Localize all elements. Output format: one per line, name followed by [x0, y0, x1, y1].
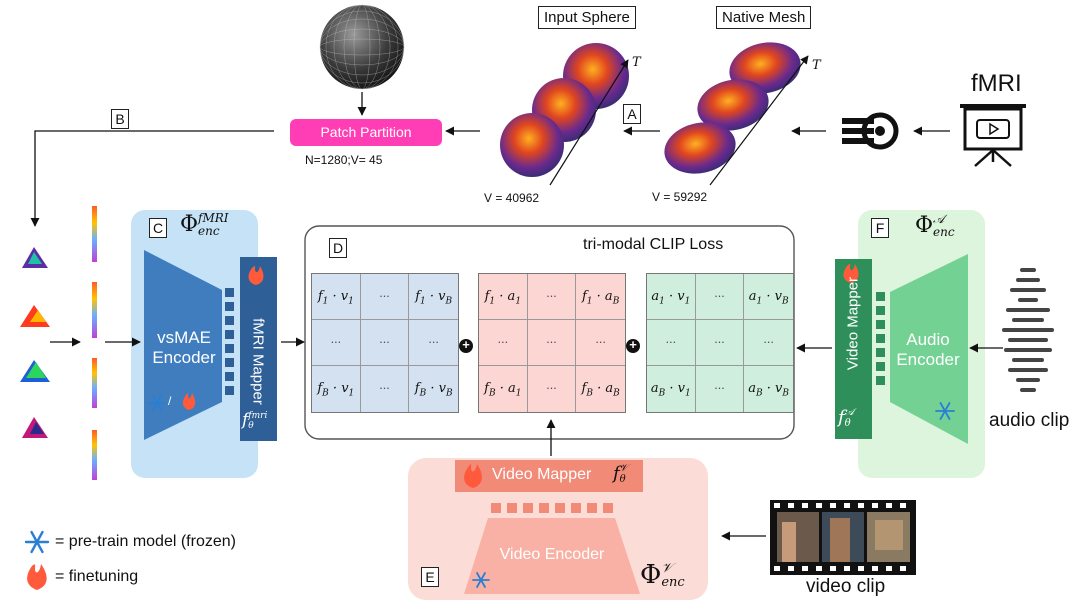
input-sphere-title: Input Sphere: [538, 6, 636, 29]
clip-loss-title: tri-modal CLIP Loss: [583, 236, 724, 253]
matrix-cell: fB · vB: [414, 381, 453, 399]
token-bars: [92, 206, 97, 480]
v-native: V = 59292: [652, 190, 708, 204]
matrix-cell: ···: [479, 320, 528, 366]
matrix-cell: ···: [361, 366, 410, 412]
video-mapper-bottom-label: Video Mapper: [492, 466, 592, 483]
matrix-cell: ···: [695, 320, 745, 366]
audio-encoder: [890, 254, 968, 444]
matrix-cell: ···: [744, 320, 793, 366]
matrix-cell: f1 · aB: [576, 274, 625, 320]
box-f: F: [871, 218, 889, 238]
matrix-cell: ···: [647, 320, 696, 366]
brain-surface-icon: [664, 42, 801, 174]
fmri-mapper-label: fMRI Mapper: [249, 318, 267, 405]
sphere-mesh-icon: [319, 4, 405, 90]
box-d: D: [329, 238, 347, 258]
v-sphere: V = 40962: [484, 191, 540, 205]
matrix-cell: f1 · v1: [312, 274, 361, 320]
matrix-cell: fB · a1: [479, 366, 528, 412]
matrix-fmri-audio: f1 · a1···f1 · aB·········fB · a1···fB ·…: [478, 273, 626, 413]
matrix-cell: ···: [576, 320, 625, 366]
matrix-cell: ···: [527, 320, 577, 366]
audio-clip-label: audio clip: [989, 410, 1070, 431]
matrix-cell: ···: [360, 320, 410, 366]
legend-finetune: = finetuning: [55, 568, 139, 585]
patch-partition-box: [290, 119, 442, 146]
patch-triangles: [20, 247, 50, 438]
native-mesh-title: Native Mesh: [716, 6, 812, 29]
scanner-icon: [842, 112, 899, 150]
matrix-cell: a1 · v1: [647, 274, 696, 320]
matrix-fmri-video: f1 · v1···f1 · vB·········fB · v1···fB ·…: [311, 273, 459, 413]
matrix-cell: aB · vB: [748, 381, 790, 399]
matrix-cell: fB · v1: [312, 366, 361, 412]
video-encoder-label: Video Encoder: [499, 546, 605, 563]
matrix-cell: ···: [695, 274, 745, 320]
video-encoder: [464, 518, 640, 594]
video-mapper-right: [835, 259, 872, 439]
flame-icon: [27, 263, 859, 590]
matrix-cell: a1 · vB: [744, 274, 793, 320]
plus-2: +: [629, 337, 637, 352]
box-a: A: [623, 104, 641, 124]
patch-params: N=1280;V= 45: [305, 153, 383, 167]
waveform-icon: [1002, 268, 1054, 392]
video-mapper-right-label: Video Mapper: [844, 276, 862, 371]
matrix-cell: ···: [696, 366, 745, 412]
vsmae-encoder: [144, 250, 222, 440]
box-c: C: [149, 218, 167, 238]
film-strip-icon: [770, 500, 916, 575]
screen-icon: [960, 104, 1026, 167]
plus-1: +: [462, 337, 470, 352]
box-b: B: [111, 109, 129, 129]
fmri-mapper: [240, 257, 277, 441]
fmri-title: fMRI: [971, 70, 1022, 97]
matrix-cell: ···: [409, 320, 458, 366]
vsmae-encoder-label: vsMAE Encoder: [152, 328, 216, 367]
matrix-cell: ···: [527, 274, 577, 320]
slash-separator: /: [168, 394, 172, 408]
legend-frozen: = pre-train model (frozen): [55, 533, 236, 550]
matrix-cell: ···: [360, 274, 410, 320]
matrix-cell: f1 · a1: [479, 274, 528, 320]
input-sphere-icons: [500, 43, 629, 177]
matrix-audio-video: a1 · v1···a1 · vB·········aB · v1···aB ·…: [646, 273, 794, 413]
audio-encoder-label: Audio Encoder: [896, 330, 960, 369]
patch-partition-label: Patch Partition: [320, 124, 412, 140]
video-clip-label: video clip: [806, 576, 886, 597]
snowflake-icon: [24, 395, 955, 588]
video-mapper-bottom: [455, 460, 643, 492]
t-axis-label-1: T: [632, 55, 641, 70]
box-e: E: [421, 567, 439, 587]
matrix-cell: f1 · vB: [409, 274, 458, 320]
matrix-cell: ···: [528, 366, 577, 412]
matrix-cell: aB · v1: [647, 366, 696, 412]
matrix-cell: ···: [312, 320, 361, 366]
t-axis-label-2: T: [812, 58, 821, 73]
matrix-cell: fB · aB: [581, 381, 620, 399]
